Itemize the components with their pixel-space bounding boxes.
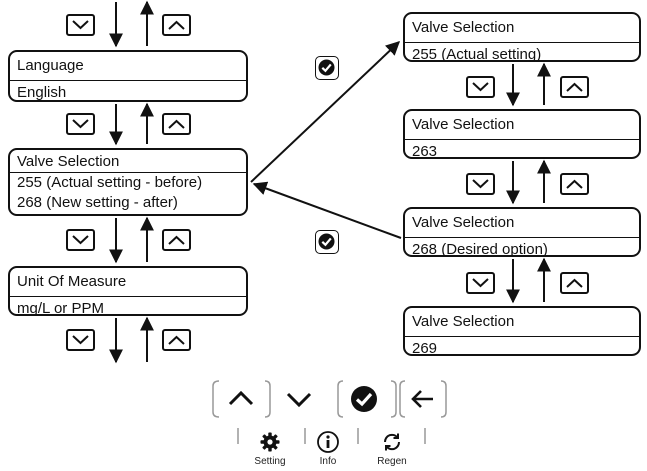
valve-title: Valve Selection — [17, 153, 120, 170]
down-key[interactable] — [466, 173, 495, 195]
up-key[interactable] — [162, 329, 191, 351]
up-key[interactable] — [162, 14, 191, 36]
down-key[interactable] — [66, 329, 95, 351]
up-chevron-icon — [228, 390, 254, 406]
confirm-key-badge — [315, 56, 339, 80]
valve-option-screen-269: Valve Selection 269 — [403, 306, 641, 357]
up-key[interactable] — [560, 272, 589, 294]
chevron-down-icon — [472, 278, 489, 288]
unit-of-measure-screen: Unit Of Measure mg/L or PPM — [8, 266, 248, 317]
unit-title: Unit Of Measure — [17, 273, 127, 290]
divider — [405, 237, 640, 238]
valve-option-screen-263: Valve Selection 263 — [403, 109, 641, 160]
setting-label: Setting — [254, 456, 286, 467]
valve-option-screen-255: Valve Selection 255 (Actual setting) — [403, 12, 641, 63]
up-key[interactable] — [560, 76, 589, 98]
chevron-down-icon — [72, 20, 89, 30]
divider — [10, 80, 247, 81]
up-button[interactable] — [218, 382, 264, 416]
chevron-up-icon — [168, 119, 185, 129]
gear-icon — [260, 432, 280, 452]
down-key[interactable] — [66, 14, 95, 36]
valve-before-value: 255 (Actual setting - before) — [17, 174, 203, 191]
select-confirm-arrow — [250, 41, 401, 183]
chevron-down-icon — [72, 335, 89, 345]
up-key[interactable] — [162, 113, 191, 135]
down-button[interactable] — [276, 382, 322, 416]
divider — [10, 296, 247, 297]
valve-option-title: Valve Selection — [412, 214, 515, 231]
valve-option-value: 263 — [412, 143, 438, 160]
up-key[interactable] — [560, 173, 589, 195]
valve-option-value: 255 (Actual setting) — [412, 46, 542, 63]
down-key[interactable] — [466, 272, 495, 294]
down-key[interactable] — [66, 229, 95, 251]
chevron-up-icon — [566, 179, 583, 189]
divider — [10, 172, 247, 173]
unit-value: mg/L or PPM — [17, 300, 104, 317]
chevron-down-icon — [472, 179, 489, 189]
divider — [405, 336, 640, 337]
info-label: Info — [319, 456, 337, 467]
valve-selection-screen: Valve Selection 255 (Actual setting - be… — [8, 148, 248, 216]
chevron-down-icon — [472, 82, 489, 92]
confirm-button[interactable] — [343, 382, 387, 416]
chevron-up-icon — [566, 278, 583, 288]
valve-after-value: 268 (New setting - after) — [17, 194, 178, 211]
setting-button[interactable] — [258, 430, 282, 454]
language-value: English — [17, 84, 67, 101]
regen-label: Regen — [377, 456, 407, 467]
valve-option-title: Valve Selection — [412, 116, 515, 133]
info-button[interactable] — [316, 430, 340, 454]
valve-option-title: Valve Selection — [412, 313, 515, 330]
panel-brackets — [212, 380, 447, 444]
regen-refresh-icon — [383, 433, 401, 451]
language-screen: Language English — [8, 50, 248, 102]
down-key[interactable] — [66, 113, 95, 135]
valve-option-value: 268 (Desired option) — [412, 241, 548, 258]
chevron-up-icon — [168, 20, 185, 30]
down-chevron-icon — [286, 392, 312, 408]
divider — [405, 139, 640, 140]
chevron-down-icon — [72, 119, 89, 129]
checkmark-circle-icon — [318, 59, 335, 76]
checkmark-circle-icon — [318, 233, 335, 250]
checkmark-circle-icon — [351, 386, 377, 412]
regen-button[interactable] — [380, 430, 404, 454]
valve-option-title: Valve Selection — [412, 19, 515, 36]
return-confirm-arrow — [252, 181, 402, 239]
down-key[interactable] — [466, 76, 495, 98]
back-button[interactable] — [403, 382, 443, 416]
up-key[interactable] — [162, 229, 191, 251]
chevron-up-icon — [566, 82, 583, 92]
chevron-up-icon — [168, 335, 185, 345]
info-icon — [317, 431, 339, 453]
valve-option-value: 269 — [412, 340, 438, 357]
confirm-key-badge — [315, 230, 339, 254]
divider — [405, 42, 640, 43]
chevron-down-icon — [72, 235, 89, 245]
language-title: Language — [17, 57, 84, 74]
left-arrow-icon — [411, 390, 433, 408]
valve-option-screen-268: Valve Selection 268 (Desired option) — [403, 207, 641, 258]
chevron-up-icon — [168, 235, 185, 245]
